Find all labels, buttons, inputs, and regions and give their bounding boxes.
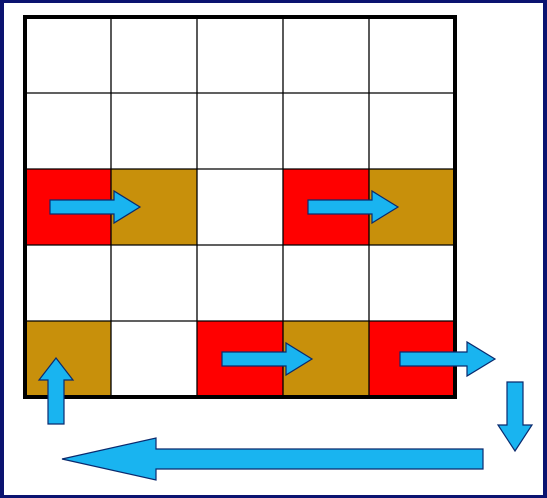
cell-r3-c3-empty [197,169,283,245]
cell-r2-c5-empty [369,93,455,169]
cell-r2-c2-empty [111,93,197,169]
cell-r2-c3-empty [197,93,283,169]
wrap-arrow-row5-col5-icon [399,340,497,378]
cell-r1-c2-empty [111,17,197,93]
cell-r2-c1-empty [25,93,111,169]
grid-diagram [23,15,534,481]
cell-r1-c4-empty [283,17,369,93]
cell-r1-c3-empty [197,17,283,93]
move-arrow-row3-col4-icon [307,189,400,225]
cell-r4-c1-empty [25,245,111,321]
move-arrow-row5-col3-icon [221,341,314,377]
arrows [37,189,534,481]
cell-r4-c4-empty [283,245,369,321]
wrap-arrow-down-icon [496,381,534,453]
wrap-arrow-left-icon [61,437,484,481]
cell-r5-c2-empty [111,321,197,397]
wrap-arrow-up-icon [37,357,75,425]
cell-r1-c5-empty [369,17,455,93]
cell-r4-c5-empty [369,245,455,321]
grid-border [23,15,457,399]
diagram-frame [4,3,543,495]
grid-lines [23,15,457,399]
cell-r2-c4-empty [283,93,369,169]
move-arrow-row3-col1-icon [49,189,142,225]
cell-r5-c1-gold [25,321,111,397]
cell-r1-c1-empty [25,17,111,93]
cell-r4-c3-empty [197,245,283,321]
cell-r4-c2-empty [111,245,197,321]
